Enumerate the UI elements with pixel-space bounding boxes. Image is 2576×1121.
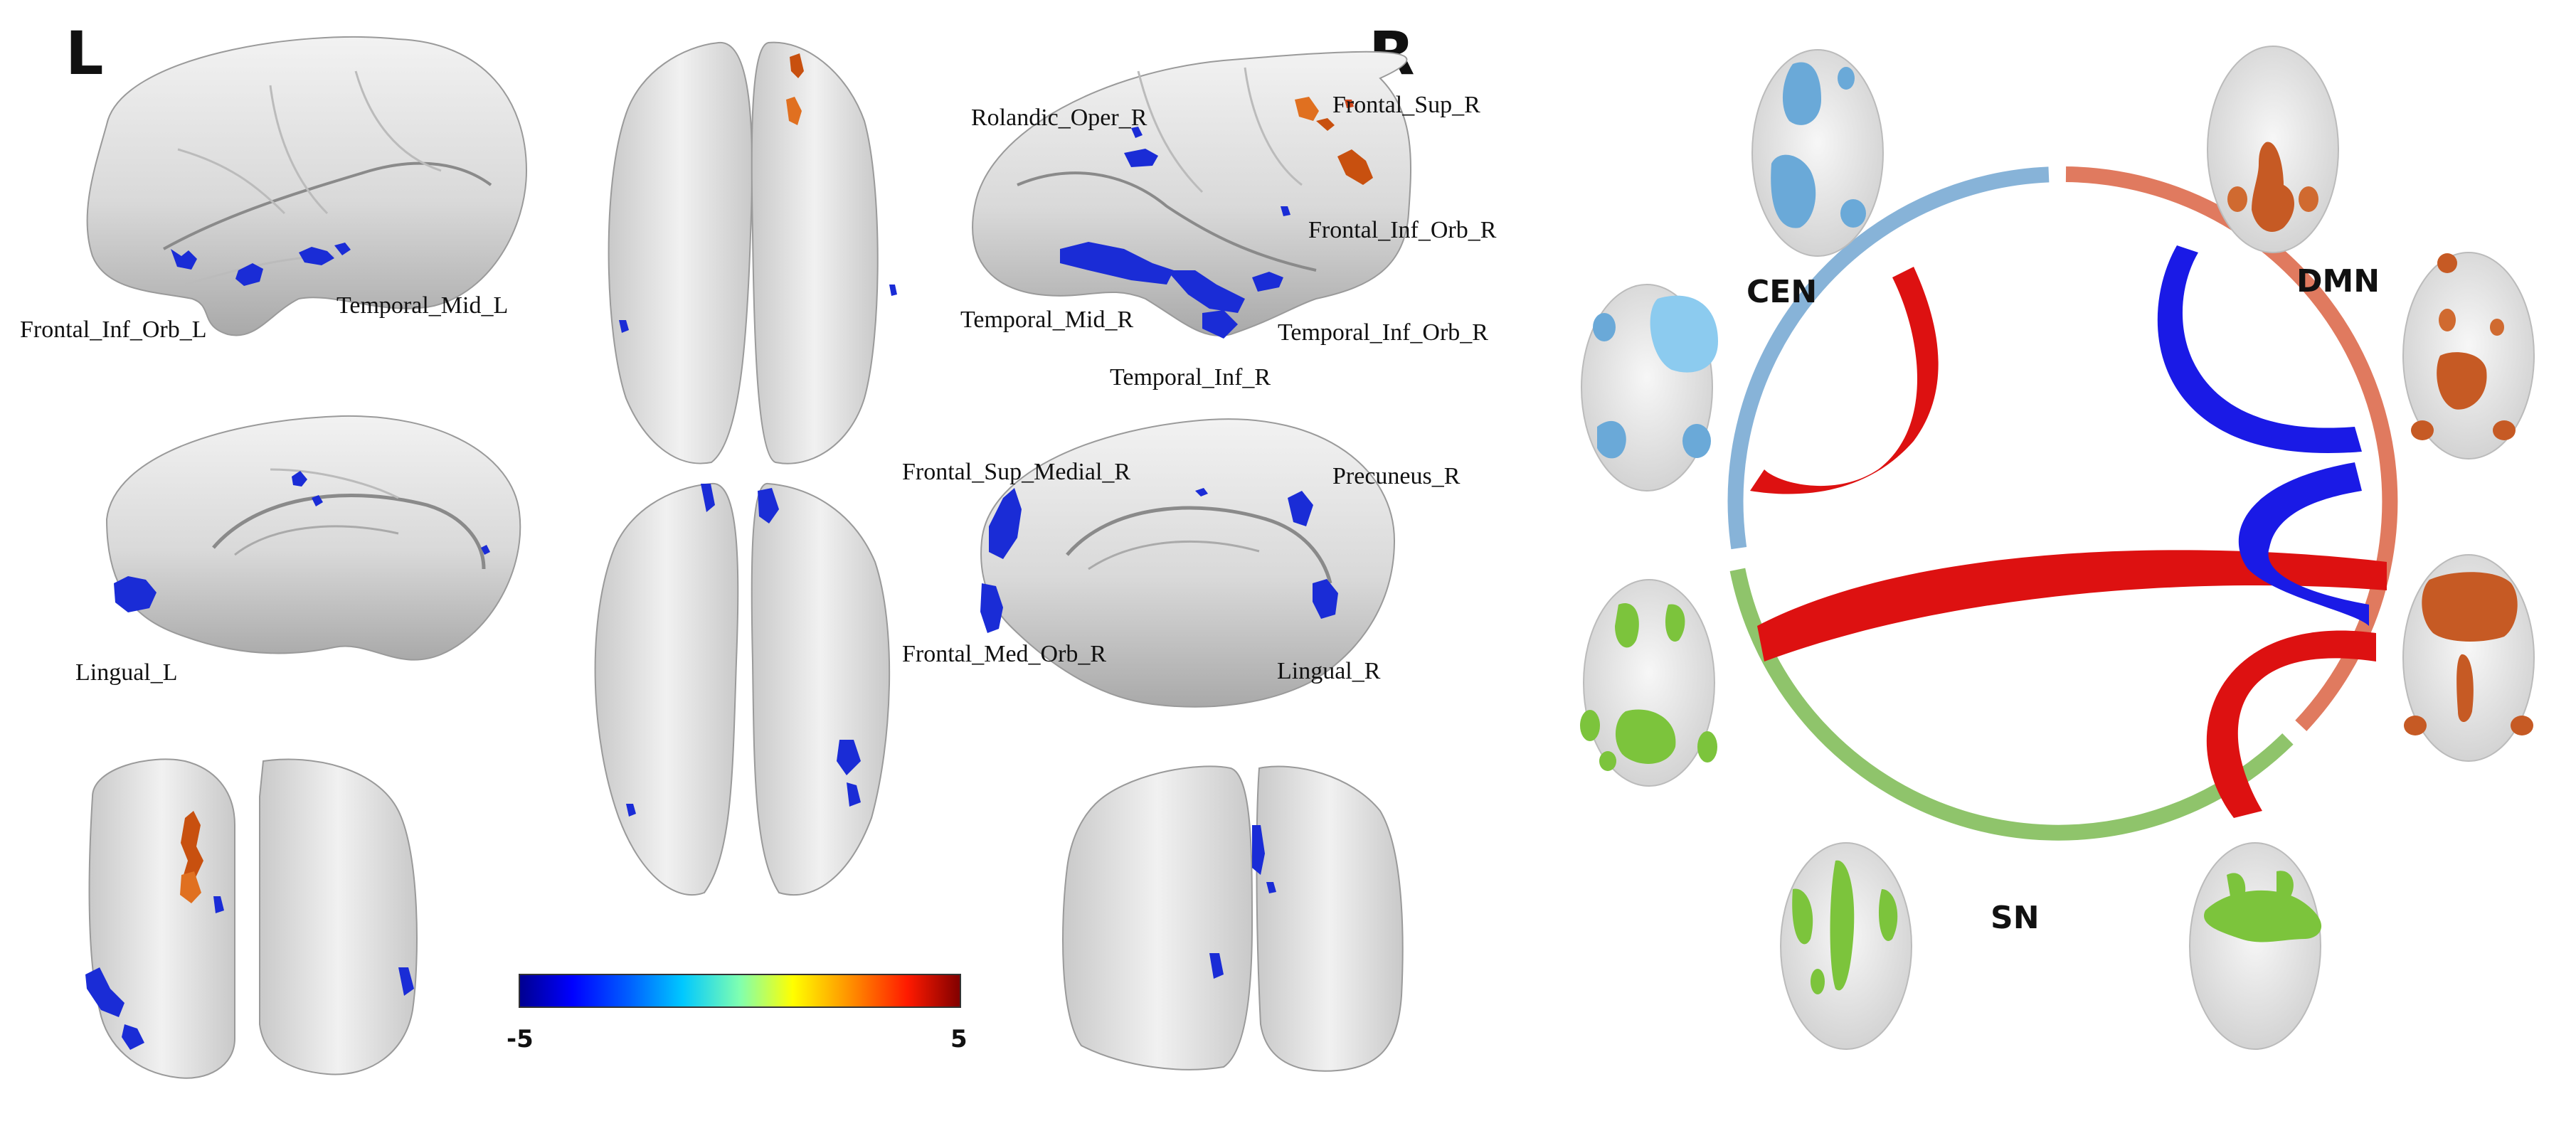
colorbar-max-label: 5 <box>950 1025 968 1053</box>
activation-cluster <box>299 247 334 265</box>
label-frontal-inf-orb-r: Frontal_Inf_Orb_R <box>1308 217 1497 243</box>
activation-cluster <box>1266 882 1276 893</box>
activation-cluster <box>292 471 307 487</box>
connection-positive <box>1750 267 1939 494</box>
activation-cluster <box>122 1024 144 1050</box>
activation-cluster <box>1288 491 1313 526</box>
activation-cluster <box>114 576 157 612</box>
activation-cluster <box>1209 953 1224 979</box>
activation-cluster <box>1345 100 1354 108</box>
activation-cluster <box>1195 488 1208 496</box>
brain-inferior-view <box>594 482 891 896</box>
glass-brain-sn-2 <box>1780 842 1912 1050</box>
glass-brain-sn-3 <box>2189 842 2322 1050</box>
glass-brain-dmn-2 <box>2402 252 2535 459</box>
activation-cluster <box>312 495 323 506</box>
activation-cluster <box>847 782 861 807</box>
network-label-cen: CEN <box>1747 274 1817 310</box>
activation-cluster <box>181 811 203 882</box>
colorbar: -5 5 <box>507 974 968 1053</box>
network-label-dmn: DMN <box>2296 263 2380 299</box>
left-hemisphere-label: L <box>65 18 104 88</box>
brain-right-lateral <box>972 51 1411 339</box>
activation-cluster <box>626 804 636 817</box>
activation-cluster <box>1060 242 1174 285</box>
label-rolandic-oper-r: Rolandic_Oper_R <box>971 105 1147 131</box>
activation-cluster <box>790 53 804 78</box>
arc-cen <box>1727 166 2050 550</box>
brain-left-coronal <box>85 758 418 1079</box>
activation-cluster <box>481 545 490 555</box>
glass-brain-sn-1 <box>1580 579 1717 787</box>
arc-dmn <box>2065 166 2398 731</box>
brain-right-medial <box>980 418 1396 708</box>
connection-negative <box>2157 245 2362 454</box>
glass-brain-cen-1 <box>1751 49 1884 257</box>
activation-cluster <box>1124 149 1158 167</box>
activation-cluster <box>1202 310 1238 339</box>
activation-cluster <box>213 896 224 913</box>
label-lingual-r: Lingual_R <box>1277 658 1381 684</box>
brain-superior-view <box>608 41 897 464</box>
chord-diagram <box>1727 166 2398 841</box>
activation-cluster <box>701 484 715 512</box>
activation-cluster <box>1167 270 1245 313</box>
label-temporal-inf-r: Temporal_Inf_R <box>1110 364 1271 391</box>
connection-positive <box>1757 550 2387 662</box>
connection-negative <box>2238 462 2369 626</box>
colorbar-min-label: -5 <box>507 1025 534 1053</box>
activation-cluster <box>180 871 201 903</box>
activation-cluster <box>989 488 1022 559</box>
glass-brain-dmn-1 <box>2207 46 2339 253</box>
activation-cluster <box>619 320 629 333</box>
label-temporal-inf-orb-r: Temporal_Inf_Orb_R <box>1278 319 1488 346</box>
activation-cluster <box>837 740 861 775</box>
label-frontal-inf-orb-l: Frontal_Inf_Orb_L <box>20 317 207 343</box>
activation-cluster <box>1252 272 1283 292</box>
activation-cluster <box>398 967 414 996</box>
activation-cluster <box>1313 579 1338 619</box>
brain-left-lateral <box>86 36 528 336</box>
activation-cluster <box>786 97 802 125</box>
activation-cluster <box>758 488 779 524</box>
activation-cluster <box>889 285 897 296</box>
activation-cluster <box>1131 127 1143 138</box>
activation-cluster <box>1252 825 1265 875</box>
arc-sn <box>1729 568 2294 841</box>
colorbar-gradient <box>519 974 961 1008</box>
brain-left-medial <box>105 415 521 661</box>
glass-brain-cen-2 <box>1581 284 1718 492</box>
brain-right-coronal <box>1062 765 1404 1072</box>
activation-cluster <box>1295 97 1319 121</box>
label-temporal-mid-l: Temporal_Mid_L <box>336 292 508 319</box>
activation-cluster <box>235 263 263 286</box>
activation-cluster <box>1281 206 1290 216</box>
activation-cluster <box>85 967 124 1017</box>
label-frontal-sup-r: Frontal_Sup_R <box>1332 92 1480 118</box>
label-precuneus-r: Precuneus_R <box>1332 463 1461 489</box>
activation-cluster <box>334 243 351 255</box>
label-temporal-mid-r: Temporal_Mid_R <box>960 307 1133 333</box>
activation-cluster <box>171 249 197 270</box>
label-frontal-sup-medial-r: Frontal_Sup_Medial_R <box>902 459 1130 485</box>
connection-positive <box>2206 630 2376 818</box>
activation-cluster <box>1337 149 1373 185</box>
label-lingual-l: Lingual_L <box>75 659 178 686</box>
glass-brain-dmn-3 <box>2402 554 2535 762</box>
activation-cluster <box>1316 118 1335 131</box>
network-label-sn: SN <box>1991 900 2040 936</box>
activation-cluster <box>980 583 1003 633</box>
label-frontal-med-orb-r: Frontal_Med_Orb_R <box>902 641 1106 667</box>
